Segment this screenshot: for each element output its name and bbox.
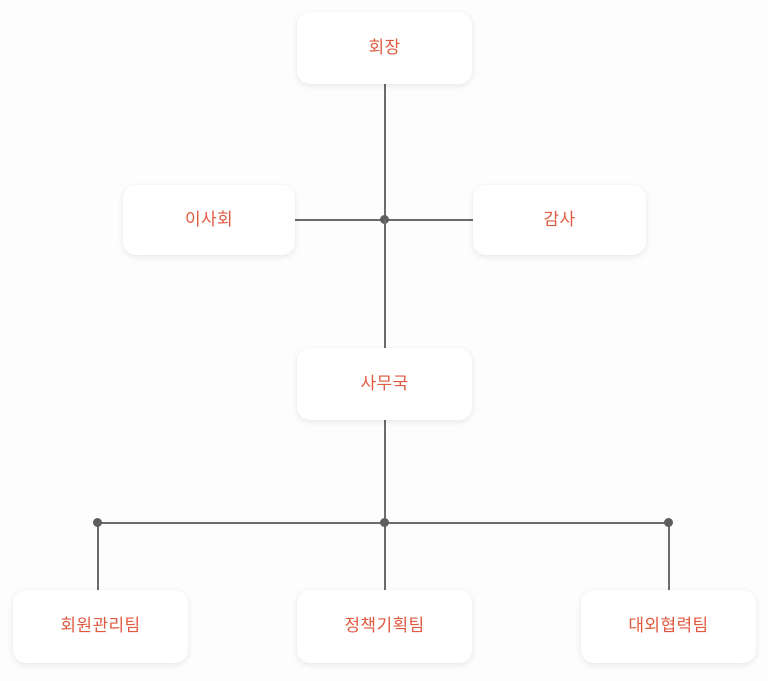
org-node-label: 감사 [543,209,576,230]
org-node-external-cooperation-team[interactable]: 대외협력팀 [581,590,756,663]
junction-dot-branch-left [93,518,102,527]
org-node-member-management-team[interactable]: 회원관리팀 [13,590,188,663]
org-node-label: 회장 [368,37,401,58]
org-node-label: 정책기획팀 [344,616,425,636]
org-node-label: 대외협력팀 [628,616,709,636]
connector-branch-to-policy-planning-team [384,523,386,591]
connector-secretariat-to-branch-bar [384,420,386,524]
connector-auditor-horizontal [385,219,474,221]
junction-dot-level2 [380,215,389,224]
org-node-board[interactable]: 이사회 [123,185,295,255]
junction-dot-branch-center [380,518,389,527]
connector-board-horizontal [295,219,386,221]
connector-branch-to-external-cooperation-team [668,523,670,591]
junction-dot-branch-right [664,518,673,527]
org-node-policy-planning-team[interactable]: 정책기획팀 [297,590,472,663]
org-node-label: 이사회 [184,209,234,230]
org-node-label: 회원관리팀 [60,616,141,636]
org-node-auditor[interactable]: 감사 [473,185,646,255]
connector-president-to-junction [384,84,386,221]
connector-branch-to-member-management-team [97,523,99,591]
org-node-secretariat[interactable]: 사무국 [297,348,472,420]
org-node-label: 사무국 [360,373,409,394]
org-node-president[interactable]: 회장 [297,12,472,84]
connector-junction-to-secretariat [384,220,386,349]
